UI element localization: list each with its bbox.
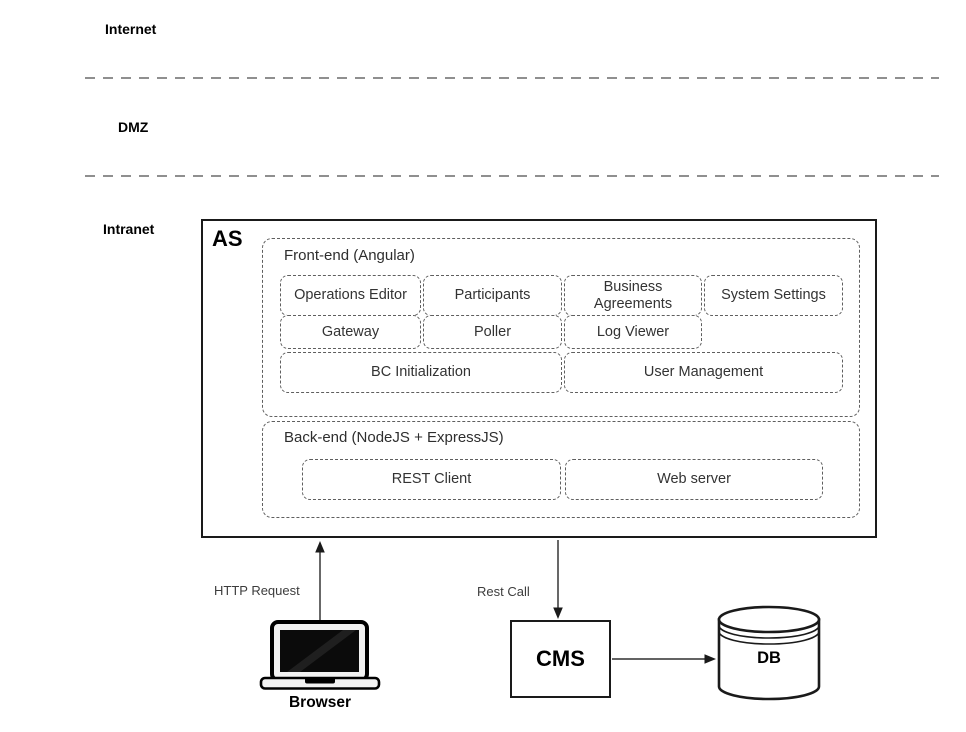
arrowhead-right-icon xyxy=(704,654,716,664)
module-user-management: User Management xyxy=(564,352,843,393)
module-operations-editor: Operations Editor xyxy=(280,275,421,316)
arrowhead-down-icon xyxy=(553,607,563,619)
module-bc-initialization: BC Initialization xyxy=(280,352,562,393)
module-log-viewer: Log Viewer xyxy=(564,315,702,349)
arrow-as-to-cms xyxy=(553,540,563,619)
edge-label-rest-call: Rest Call xyxy=(477,584,530,599)
frontend-title: Front-end (Angular) xyxy=(284,247,415,264)
module-gateway: Gateway xyxy=(280,315,421,349)
module-poller: Poller xyxy=(423,315,562,349)
module-web-server: Web server xyxy=(565,459,823,500)
arrow-browser-to-as xyxy=(315,541,325,624)
zone-label-dmz: DMZ xyxy=(118,119,149,135)
browser-label: Browser xyxy=(288,694,352,711)
backend-title: Back-end (NodeJS + ExpressJS) xyxy=(284,429,504,446)
edge-label-http-request: HTTP Request xyxy=(214,583,300,598)
module-business-agreements: Business Agreements xyxy=(564,275,702,316)
zone-separator-internet-dmz xyxy=(85,77,939,79)
db-label: DB xyxy=(757,649,781,667)
module-participants: Participants xyxy=(423,275,562,316)
laptop-icon xyxy=(259,620,381,690)
application-server-title: AS xyxy=(212,226,243,251)
arrow-cms-to-db xyxy=(612,654,716,664)
module-rest-client: REST Client xyxy=(302,459,561,500)
zone-separator-dmz-intranet xyxy=(85,175,939,177)
arrowhead-up-icon xyxy=(315,541,325,553)
cms-node: CMS xyxy=(510,620,611,698)
zone-label-intranet: Intranet xyxy=(103,221,155,237)
module-system-settings: System Settings xyxy=(704,275,843,316)
zone-label-internet: Internet xyxy=(105,21,157,37)
